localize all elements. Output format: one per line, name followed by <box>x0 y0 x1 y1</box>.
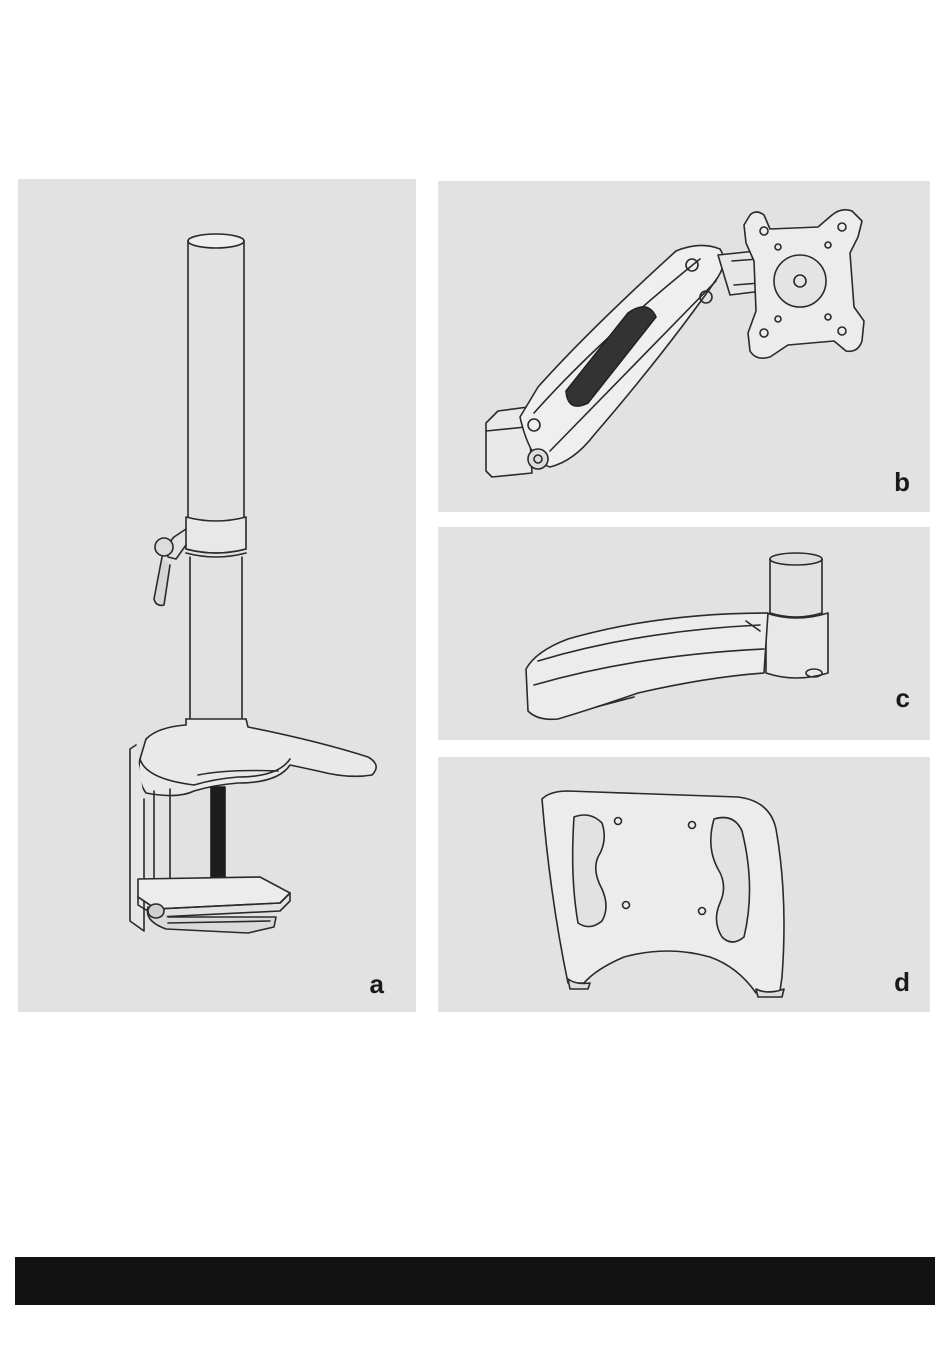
gas-spring-arm-icon <box>438 181 930 512</box>
panel-c-label: c <box>896 685 910 711</box>
footer-bar <box>15 1257 935 1305</box>
panel-d: d <box>438 757 930 1012</box>
extension-arm-icon <box>438 527 930 740</box>
panel-a-label: a <box>370 971 384 997</box>
panel-b: b <box>438 181 930 512</box>
mounting-plate-icon <box>438 757 930 1012</box>
panel-d-label: d <box>894 969 910 995</box>
panel-c: c <box>438 527 930 740</box>
pole-clamp-icon <box>18 179 416 1012</box>
panel-a: a <box>18 179 416 1012</box>
panel-b-label: b <box>894 469 910 495</box>
